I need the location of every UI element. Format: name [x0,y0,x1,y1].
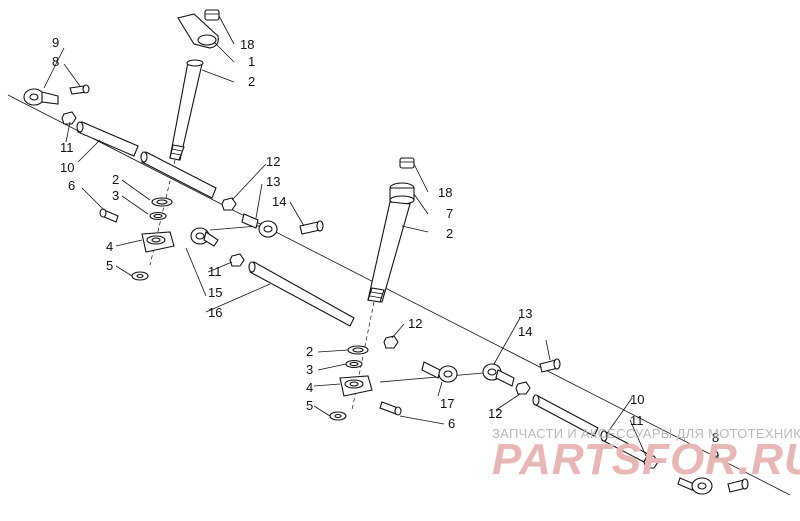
callout-18-right: 18 [438,185,452,200]
callout-2-top: 2 [248,74,255,89]
callout-9-left: 9 [52,35,59,50]
callout-4-left: 4 [106,239,113,254]
washer-3-left [149,211,167,221]
tie-rod-end-right-bottom [677,477,749,495]
tie-rod-end-13-right [482,358,561,387]
callout-4-lower: 4 [306,380,313,395]
callout-11-left: 11 [60,140,74,155]
nut-12-left [221,197,237,211]
callout-1: 1 [248,54,255,69]
callout-3-left: 3 [112,188,119,203]
steering-post-right [351,157,415,411]
tie-rod-tube-left [76,121,139,157]
callout-2-right: 2 [446,226,453,241]
tie-rod-center-left [140,151,217,199]
tie-rod-end-15 [190,227,219,247]
tie-rod-tube-right [532,394,599,437]
callout-8-left: 8 [52,54,59,69]
callout-11-right: 11 [630,413,644,428]
nut-12-center [383,335,399,349]
callout-8-right: 8 [712,430,719,445]
washer-2-right [347,345,369,355]
tie-rod-end-17 [421,361,458,383]
watermark: ЗАПЧАСТИ И АКСЕССУАРЫ ДЛЯ МОТОТЕХНИКИ PA… [492,426,800,484]
watermark-brand: PARTSFOR.RU [492,435,800,484]
tie-rod-long-16 [248,261,355,327]
callout-3-lower: 3 [306,362,313,377]
clip-5-left [131,271,149,281]
callout-6-lower: 6 [448,416,455,431]
callout-6-left: 6 [68,178,75,193]
callout-13-top: 13 [266,174,280,189]
callout-12-lower: 12 [488,406,502,421]
callout-labels: 18 1 2 9 8 11 10 12 13 14 2 3 6 4 5 11 1… [52,35,719,463]
callout-16: 16 [208,305,222,320]
callout-12-top: 12 [266,154,280,169]
bolt-6-right [379,401,402,416]
watermark-tagline: ЗАПЧАСТИ И АКСЕССУАРЫ ДЛЯ МОТОТЕХНИКИ [492,426,800,441]
callout-7: 7 [446,206,453,221]
steering-post-left [149,9,220,266]
callout-18-top: 18 [240,37,254,52]
callout-17: 17 [440,396,454,411]
nut-11-left [61,111,77,125]
callout-11-center: 11 [208,264,222,279]
tie-rod-end-left-top [23,84,90,106]
callout-14-top: 14 [272,194,286,209]
nut-11-right [643,455,659,469]
tie-rod-end-13-left [241,213,324,238]
callout-9-right: 9 [712,448,719,463]
washer-3-right [345,359,363,369]
callout-10-right: 10 [630,392,644,407]
callout-12-center: 12 [408,316,422,331]
callout-2-lower: 2 [306,344,313,359]
clip-5-right [329,411,347,421]
axis-line-main [7,94,791,496]
leader-lines [43,15,647,457]
callout-15: 15 [208,285,222,300]
callout-5-lower: 5 [306,398,313,413]
callout-13-right: 13 [518,306,532,321]
callout-2-left: 2 [112,172,119,187]
washer-2-left [151,197,173,207]
callout-5-left: 5 [106,258,113,273]
pitman-arm-right [339,375,373,397]
pitman-arm-left [141,231,175,253]
nut-11-center [229,253,245,267]
bolt-6-left [99,208,119,223]
nut-12-right [515,381,531,395]
callout-14-right: 14 [518,324,532,339]
callout-10-left: 10 [60,160,74,175]
